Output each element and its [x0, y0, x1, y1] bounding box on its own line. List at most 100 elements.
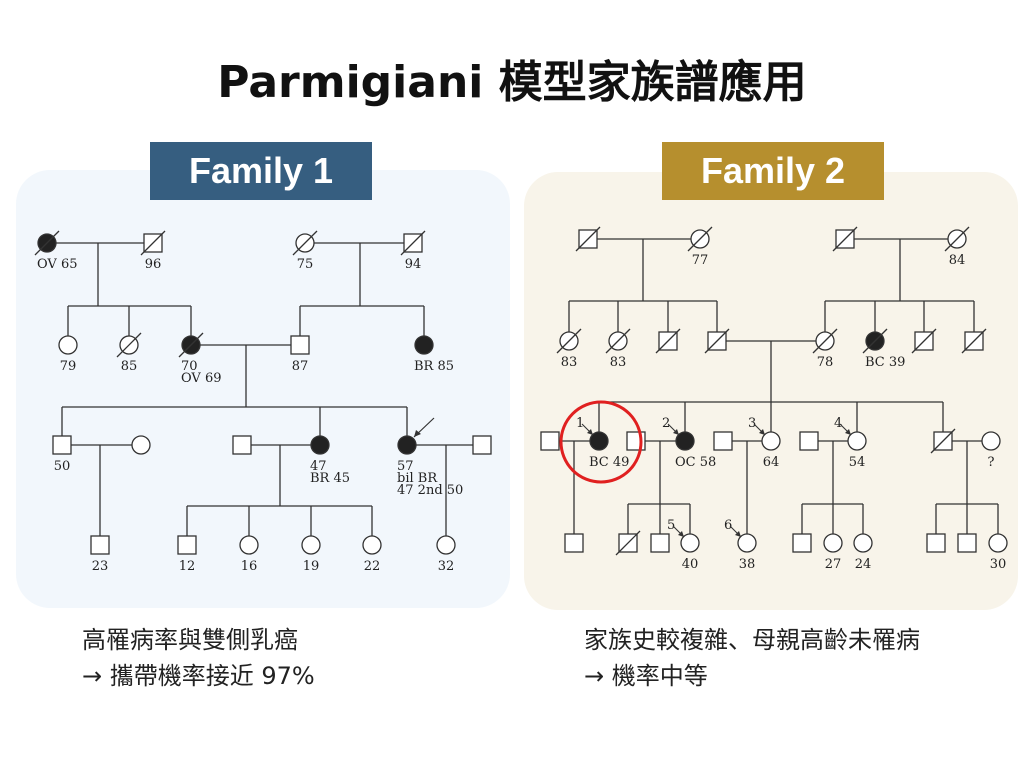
deceased-slash — [812, 328, 838, 354]
person-label: 96 — [145, 257, 162, 272]
person-label: 16 — [241, 559, 258, 574]
female-symbol — [988, 533, 1008, 553]
family1-caption-line1: 高罹病率與雙側乳癌 — [82, 626, 298, 654]
deceased-slash — [961, 328, 987, 354]
female-affected-symbol — [310, 435, 330, 455]
deceased-slash — [687, 226, 713, 252]
male-symbol — [52, 435, 72, 455]
person-label: 85 — [121, 359, 138, 374]
person-label: 87 — [292, 359, 309, 374]
female-symbol — [680, 533, 700, 553]
female-symbol — [436, 535, 456, 555]
deceased-slash — [575, 226, 601, 252]
person-label: BR 85 — [414, 359, 454, 374]
person-label: 47 2nd 50 — [397, 483, 463, 498]
male-symbol — [540, 431, 560, 451]
male-symbol — [799, 431, 819, 451]
person-label: 50 — [54, 459, 71, 474]
male-symbol — [90, 535, 110, 555]
female-symbol — [823, 533, 843, 553]
marker-arrowhead-icon — [759, 429, 765, 435]
person-label: 23 — [92, 559, 109, 574]
marker-number: 5 — [667, 518, 675, 533]
deceased-slash — [704, 328, 730, 354]
person-label: ? — [988, 455, 995, 470]
deceased-slash — [400, 230, 426, 256]
person-label: 77 — [692, 253, 709, 268]
female-affected-symbol — [589, 431, 609, 451]
person-label: 27 — [825, 557, 842, 572]
male-symbol — [792, 533, 812, 553]
person-label: 94 — [405, 257, 422, 272]
family2-badge: Family 2 — [662, 142, 884, 200]
person-label: BC 39 — [865, 355, 905, 370]
deceased-slash — [178, 332, 204, 358]
female-affected-symbol — [675, 431, 695, 451]
marker-number: 6 — [724, 518, 732, 533]
deceased-slash — [292, 230, 318, 256]
person-label: 30 — [990, 557, 1007, 572]
marker-number: 1 — [576, 416, 584, 431]
male-symbol — [564, 533, 584, 553]
marker-arrowhead-icon — [845, 429, 851, 435]
highlight-circle — [559, 400, 643, 484]
person-label: OV 65 — [37, 257, 78, 272]
person-label: 19 — [303, 559, 320, 574]
deceased-slash — [944, 226, 970, 252]
person-label: 64 — [763, 455, 780, 470]
female-symbol — [131, 435, 151, 455]
male-symbol — [926, 533, 946, 553]
male-symbol — [713, 431, 733, 451]
male-symbol — [290, 335, 310, 355]
person-label: 24 — [855, 557, 872, 572]
person-label: 54 — [849, 455, 866, 470]
female-symbol — [301, 535, 321, 555]
female-symbol — [761, 431, 781, 451]
family2-caption-line1: 家族史較複雜、母親高齡未罹病 — [584, 626, 920, 654]
deceased-slash — [832, 226, 858, 252]
person-label: 79 — [60, 359, 77, 374]
person-label: 38 — [739, 557, 756, 572]
female-symbol — [58, 335, 78, 355]
person-label: bil BR — [397, 471, 438, 486]
family1-caption-line2: → 攜帶機率接近 97% — [82, 662, 315, 690]
person-label: 83 — [561, 355, 578, 370]
person-label: OV 69 — [181, 371, 222, 386]
female-symbol — [362, 535, 382, 555]
female-symbol — [239, 535, 259, 555]
proband-arrowhead-icon — [414, 430, 421, 437]
female-symbol — [737, 533, 757, 553]
person-label: 78 — [817, 355, 834, 370]
marker-number: 2 — [662, 416, 670, 431]
deceased-slash — [862, 328, 888, 354]
female-affected-symbol — [397, 435, 417, 455]
person-label: 84 — [949, 253, 966, 268]
male-symbol — [650, 533, 670, 553]
person-label: 12 — [179, 559, 196, 574]
person-label: 57 — [397, 459, 414, 474]
deceased-slash — [556, 328, 582, 354]
male-symbol — [957, 533, 977, 553]
deceased-slash — [615, 530, 641, 556]
person-label: OC 58 — [675, 455, 716, 470]
slide-title: Parmigiani 模型家族譜應用 — [217, 57, 807, 108]
family2-caption: 家族史較複雜、母親高齡未罹病 → 機率中等 — [584, 622, 920, 694]
male-symbol — [472, 435, 492, 455]
marker-number: 4 — [834, 416, 842, 431]
deceased-slash — [930, 428, 956, 454]
deceased-slash — [34, 230, 60, 256]
female-symbol — [981, 431, 1001, 451]
family1-caption: 高罹病率與雙側乳癌 → 攜帶機率接近 97% — [82, 622, 315, 694]
family2-caption-line2: → 機率中等 — [584, 662, 708, 690]
person-label: 47 — [310, 459, 327, 474]
marker-arrowhead-icon — [673, 429, 679, 435]
marker-number: 3 — [748, 416, 756, 431]
person-label: 75 — [297, 257, 314, 272]
person-label: 70 — [181, 359, 198, 374]
marker-arrowhead-icon — [735, 531, 741, 537]
female-symbol — [853, 533, 873, 553]
person-label: BR 45 — [310, 471, 350, 486]
